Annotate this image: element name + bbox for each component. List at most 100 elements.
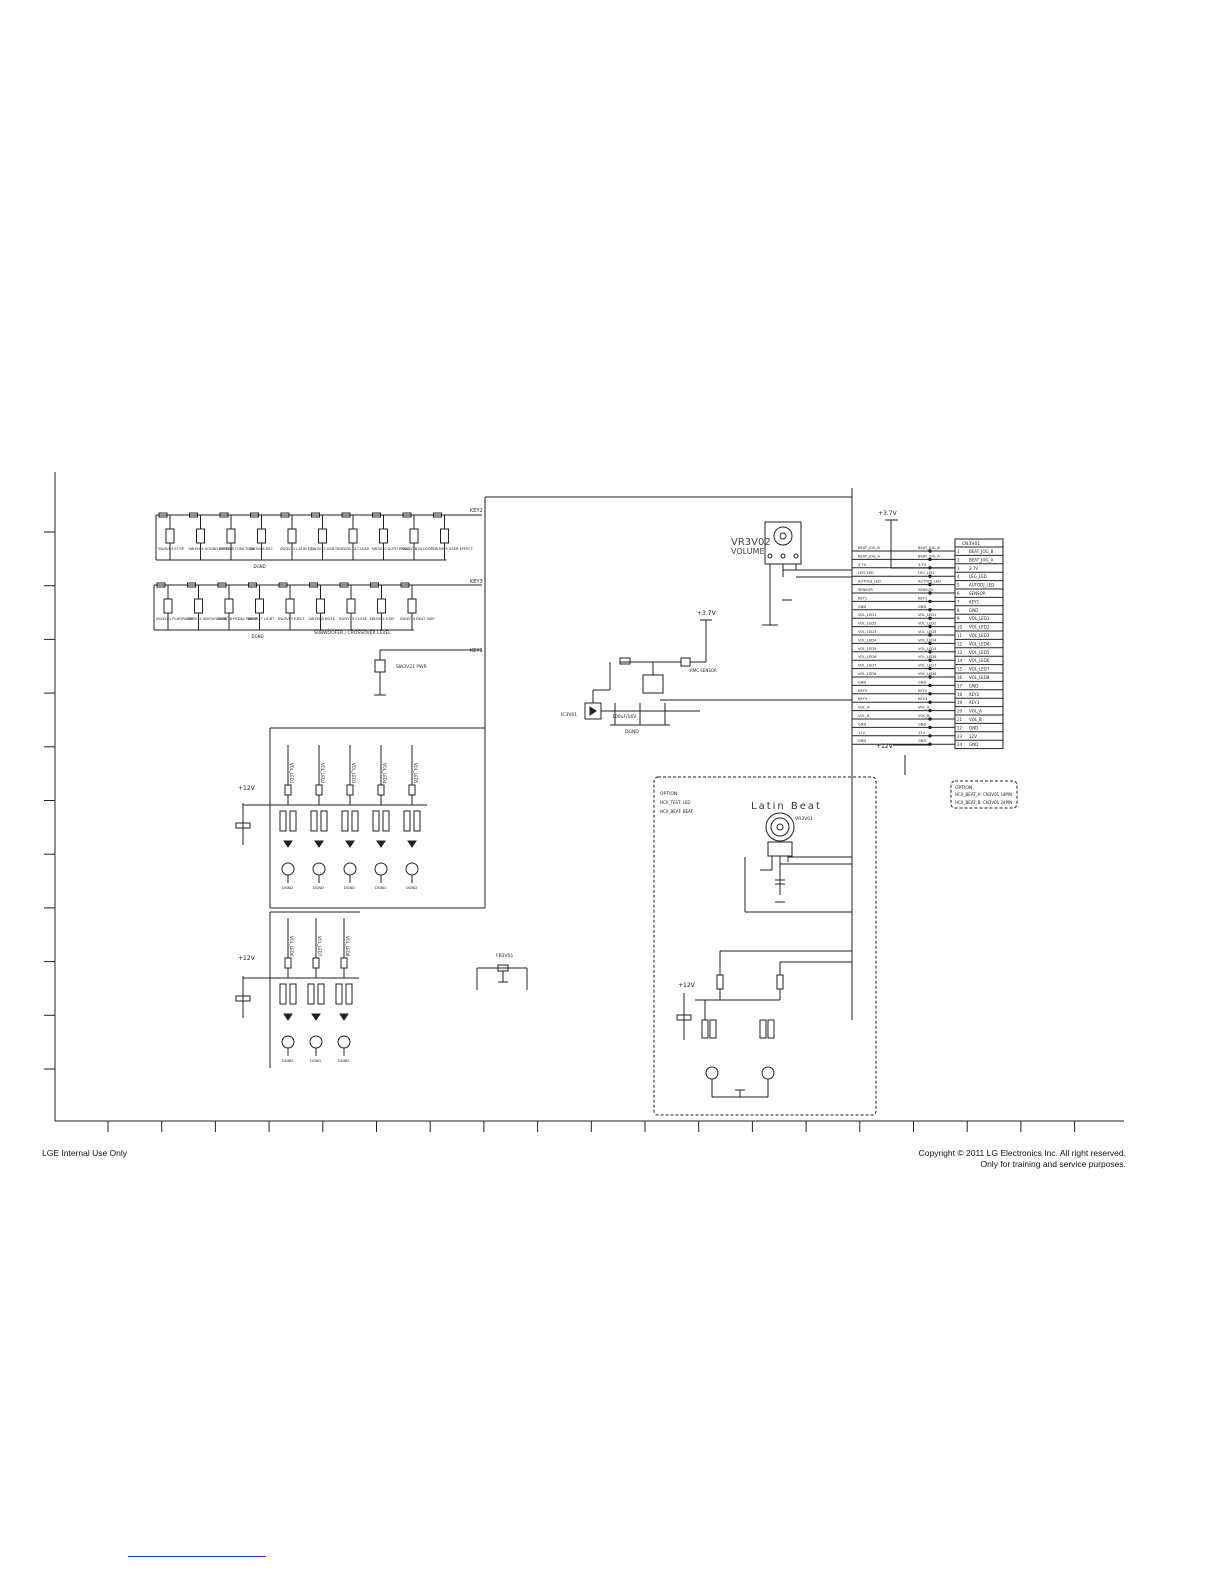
bottom-link-rule — [128, 1556, 266, 1557]
connector-net-label: GND — [858, 722, 866, 726]
series-resistor — [372, 512, 381, 518]
connector-ref: CN3V01 — [962, 541, 980, 547]
tact-switch — [163, 598, 173, 614]
connector-net-label: VOL_B — [918, 714, 930, 718]
series-resistor — [278, 582, 288, 588]
switch-label: SW3V03 STOP — [158, 547, 185, 551]
latin-beat-title: Latin Beat — [751, 801, 822, 812]
connector-pin-number: 7 — [957, 599, 960, 604]
jumper-block: FB3V01 — [476, 953, 528, 990]
remote-sensor-label: RMC SENSOR — [690, 668, 717, 673]
rail-37-label-2: +3.7V — [697, 610, 717, 617]
option-note-box: OPTION HCX_BEAT_A: CN3V01 18PIN HCX_BEAT… — [950, 780, 1018, 809]
switch-label: SW3V15 SKIP/VOLUME — [187, 617, 228, 621]
series-resistor — [433, 512, 442, 518]
connector-net-label: KEY1 — [858, 596, 867, 600]
connector-junction — [928, 574, 932, 578]
led-diode — [283, 1013, 293, 1021]
connector-pin-number: 9 — [957, 616, 960, 621]
series-resistor — [219, 512, 229, 518]
connector-net-label: GND — [918, 722, 926, 726]
ground-label: DGND — [310, 1059, 321, 1063]
led-note-title: OPTION — [660, 791, 677, 797]
led-diode — [314, 840, 324, 848]
tact-switch — [409, 528, 419, 544]
tact-switch — [285, 598, 295, 614]
connector-junction — [928, 582, 932, 587]
led-resistor — [317, 983, 325, 1005]
connector-pin-number: 1 — [957, 549, 960, 554]
series-resistor — [402, 512, 412, 518]
base-resistor — [315, 784, 323, 796]
base-resistor — [284, 957, 292, 969]
led-resistor — [341, 810, 349, 832]
switch-label: SW3V09 USER EFFECT — [433, 547, 474, 551]
switch-label: SW3V17 LIGHT — [248, 617, 276, 621]
base-resistor — [346, 784, 354, 796]
connector-pin-number: 24 — [957, 742, 963, 747]
connector-pin-number: 5 — [957, 583, 960, 588]
connector-net-label: VOL_LED7 — [858, 664, 876, 668]
connector-junction — [928, 683, 932, 688]
led-net-label: VOL_LED7 — [317, 936, 322, 957]
connector-pin-number: 20 — [957, 709, 963, 714]
series-resistor — [189, 512, 198, 518]
led-net-label: VOL_LED2 — [320, 763, 325, 784]
tact-switch — [165, 528, 175, 544]
power-button-label: SW3V21 PWR — [396, 664, 427, 670]
led-resistor — [279, 810, 287, 832]
connector-pin-number: 11 — [957, 633, 963, 638]
subwoofer-label: SUBWOOFER / CROSSOVER LEVEL — [314, 630, 391, 636]
volume-pot-ref: VR3V02 — [731, 537, 771, 548]
rail-12v-label-2: +12V — [238, 955, 256, 962]
driver-transistor — [337, 1035, 351, 1049]
series-resistor — [217, 582, 227, 588]
connector-net-label: LEG_LED — [918, 571, 934, 575]
key3-label: KEY3 — [470, 579, 483, 585]
led-resistor — [413, 810, 421, 832]
connector-net-label: LEG_LED — [858, 571, 874, 575]
connector-junction — [928, 624, 932, 629]
connector-net-label: AUTODJ_LED — [858, 580, 881, 584]
connector-junction — [928, 658, 932, 662]
connector-pin-label: 3.7V — [969, 566, 978, 571]
ground-label: DGND — [282, 886, 293, 890]
footer-copyright: Copyright © 2011 LG Electronics Inc. All… — [919, 1148, 1126, 1170]
connector-pin-label: VOL_LED5 — [969, 650, 990, 655]
connector-net-label: VOL_LED3 — [858, 630, 876, 634]
led-diode — [345, 840, 355, 848]
led-resistor — [310, 810, 318, 832]
switch-label: SW3V10 AUTO PROG — [372, 547, 410, 551]
connector-net-label: SENSOR — [858, 588, 873, 592]
option-note-1: HCX_BEAT_A: CN3V01 18PIN — [955, 792, 1012, 797]
connector-net-label: BEAT_JOG_A — [858, 554, 880, 558]
led-net-label: VOL_LED5 — [413, 763, 418, 784]
connector-pin-label: KEY2 — [969, 692, 980, 697]
connector-net-label: VOL_LED6 — [918, 655, 937, 659]
decoupling-cap — [235, 822, 251, 829]
connector-net-label: SENSOR — [918, 588, 933, 592]
volume-pot: VR3V02 VOLUME — [731, 521, 852, 626]
led-note-1: HCX_TEST: LED — [660, 800, 691, 805]
connector-net-label: VOL_A — [858, 706, 870, 710]
connector-junction — [928, 641, 932, 646]
key2-label: KEY2 — [470, 508, 483, 514]
connector-net-label: VOL_LED2 — [918, 622, 936, 626]
connector-pin-label: BEAT_JOG_B — [969, 549, 994, 554]
series-resistor — [400, 582, 410, 588]
led-net-label: VOL_LED1 — [289, 763, 294, 784]
ground-label: DGND — [254, 564, 266, 569]
connector-net-label: VOL_LED8 — [918, 672, 937, 676]
connector-pin-number: 14 — [957, 658, 963, 663]
volume-pot-label: VOLUME — [731, 547, 765, 556]
connector-net-label: GND — [918, 605, 926, 609]
connector-pin-number: 23 — [957, 734, 963, 739]
tact-switch — [224, 598, 234, 614]
led-resistor — [351, 810, 359, 832]
led-net-label: VOL_LED8 — [345, 936, 350, 957]
connector-net-label: KEY3 — [918, 697, 927, 701]
connector-net-label: VOL_LED4 — [918, 638, 937, 642]
connector-pin-number: 21 — [957, 717, 963, 722]
connector-net-label: KEY2 — [918, 689, 927, 693]
